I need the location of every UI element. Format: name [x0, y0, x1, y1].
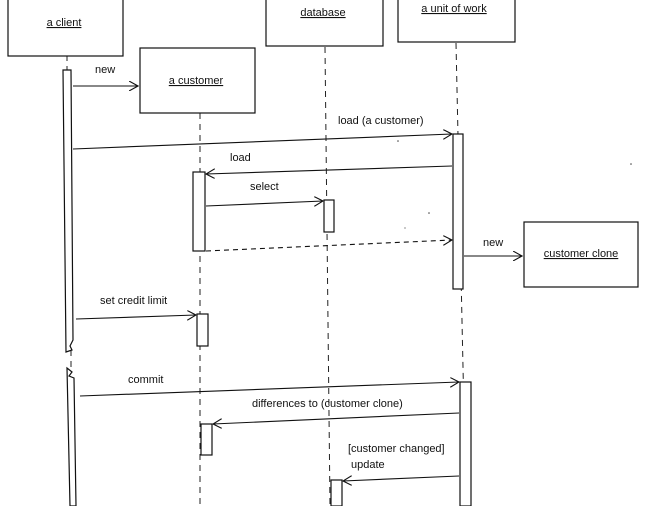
set-credit-limit-label: set credit limit [100, 295, 167, 307]
new-clone-label: new [483, 237, 503, 249]
unit-of-work-activation-2 [459, 381, 472, 506]
set-credit-limit-arrow [75, 315, 196, 319]
customer-clone-object: customer clone [523, 221, 639, 288]
database-object-label: database [300, 7, 345, 19]
client-activation-bottom [66, 366, 77, 506]
commit-label: commit [128, 374, 163, 386]
customer-activation-1 [192, 171, 206, 252]
return-arrow [205, 240, 452, 252]
client-object-label: a client [47, 17, 82, 29]
load-a-customer-arrow [72, 134, 452, 150]
load-a-customer-label: load (a customer) [338, 115, 424, 127]
database-object: database [265, 0, 384, 47]
load-arrow [206, 165, 453, 174]
unit-of-work-object-label: a unit of work [421, 3, 487, 15]
unit-of-work-object: a unit of work [397, 0, 516, 43]
scan-specks [397, 140, 632, 229]
unit-of-work-activation-1 [452, 133, 464, 290]
customer-activation-3 [200, 423, 213, 456]
customer-object: a customer [139, 47, 256, 114]
new-customer-label: new [95, 64, 115, 76]
update-label: update [351, 459, 385, 471]
load-label: load [230, 152, 251, 164]
customer-clone-object-label: customer clone [544, 248, 619, 260]
select-label: select [250, 181, 279, 193]
select-arrow [205, 201, 323, 207]
client-object: a client [7, 0, 124, 57]
database-activation [323, 199, 335, 233]
database-lifeline [324, 46, 331, 506]
guard-label: [customer changed] [348, 443, 445, 455]
differences-to-label: differences to (customer clone) [252, 398, 403, 410]
customer-object-label: a customer [169, 75, 224, 87]
commit-arrow [79, 382, 459, 397]
update-arrow [343, 475, 460, 481]
customer-activation-2 [196, 313, 209, 347]
database-activation-2 [330, 479, 343, 506]
differences-to-arrow [213, 412, 460, 424]
client-activation-top [62, 69, 74, 353]
